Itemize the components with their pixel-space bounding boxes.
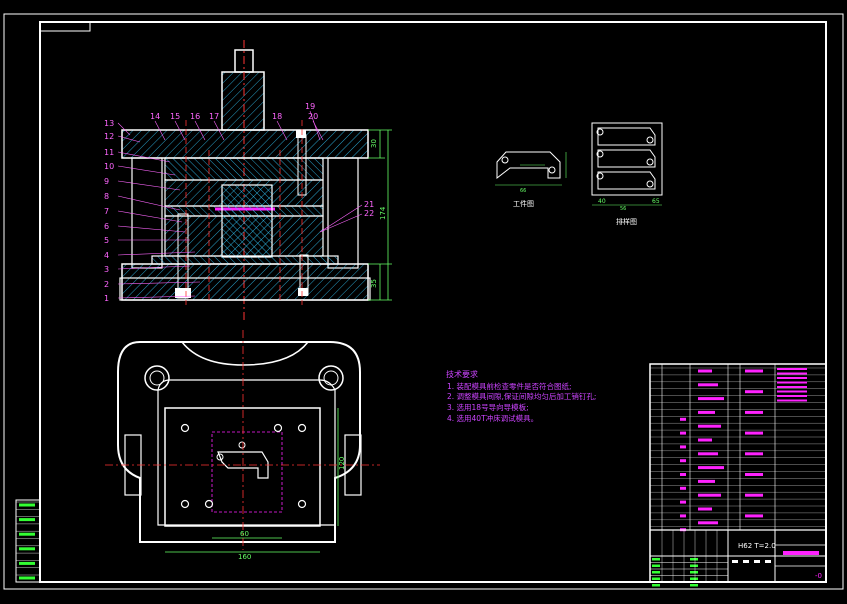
dim-strip-edge: 40 <box>598 198 606 205</box>
part-number-left: 7 <box>104 207 109 216</box>
section-view <box>119 40 392 320</box>
part-number-left: 11 <box>104 148 114 157</box>
part-number-left: 8 <box>104 192 109 201</box>
dim-top-plate: 30 <box>370 139 378 148</box>
dim-total-height: 174 <box>379 206 387 220</box>
note-1: 1. 装配模具前检查零件是否符合图纸; <box>447 381 572 391</box>
workpiece-label: 工件图 <box>513 199 534 208</box>
dim-bottom-plate: 35 <box>370 279 378 288</box>
title-material: H62 T=2.0 <box>738 542 776 550</box>
part-number-top: 14 <box>150 112 160 121</box>
dim-plan-height: 120 <box>338 457 346 470</box>
side-stamp-block <box>15 499 41 583</box>
part-number-left: 12 <box>104 132 114 141</box>
part-number-left: 6 <box>104 222 109 231</box>
strip-layout <box>591 122 663 206</box>
part-number-left: 9 <box>104 177 109 186</box>
part-number-top: 18 <box>272 112 282 121</box>
part-number-left: 10 <box>104 162 114 171</box>
dim-workpiece-width: 66 <box>520 188 526 194</box>
strip-label: 排样图 <box>616 217 637 226</box>
part-number-left: 3 <box>104 265 109 274</box>
notes-title: 技术要求 <box>446 369 478 379</box>
part-number-right: 21 <box>364 200 374 209</box>
plan-view <box>105 330 380 553</box>
parts-list <box>649 363 827 587</box>
part-number-left: 1 <box>104 294 109 303</box>
note-3: 3. 选用18号导向导模板; <box>447 402 529 412</box>
part-number-left: 5 <box>104 236 109 245</box>
part-number-top: 15 <box>170 112 180 121</box>
workpiece-drawing <box>495 151 567 186</box>
part-number-left: 4 <box>104 251 109 260</box>
dim-plan-inner-width: 60 <box>240 530 249 538</box>
title-code: -0 <box>815 572 822 580</box>
note-2: 2. 调整模具间隙,保证间隙均匀后加工销钉孔; <box>447 391 596 401</box>
part-number-top: 20 <box>308 112 318 121</box>
part-number-top: 17 <box>209 112 219 121</box>
dim-strip-pitch: 56 <box>620 206 626 212</box>
dim-strip-width: 65 <box>652 198 660 205</box>
note-4: 4. 选用40T冲床调试模具。 <box>447 413 538 423</box>
part-number-left: 2 <box>104 280 109 289</box>
part-number-top: 16 <box>190 112 200 121</box>
part-number-right: 22 <box>364 209 374 218</box>
drawing-frame <box>39 21 827 583</box>
dim-plan-outer-width: 160 <box>238 553 251 561</box>
part-number-left: 13 <box>104 119 114 128</box>
corner-tab <box>39 21 91 32</box>
part-number-top: 19 <box>305 102 315 111</box>
sheet-border <box>3 13 844 590</box>
